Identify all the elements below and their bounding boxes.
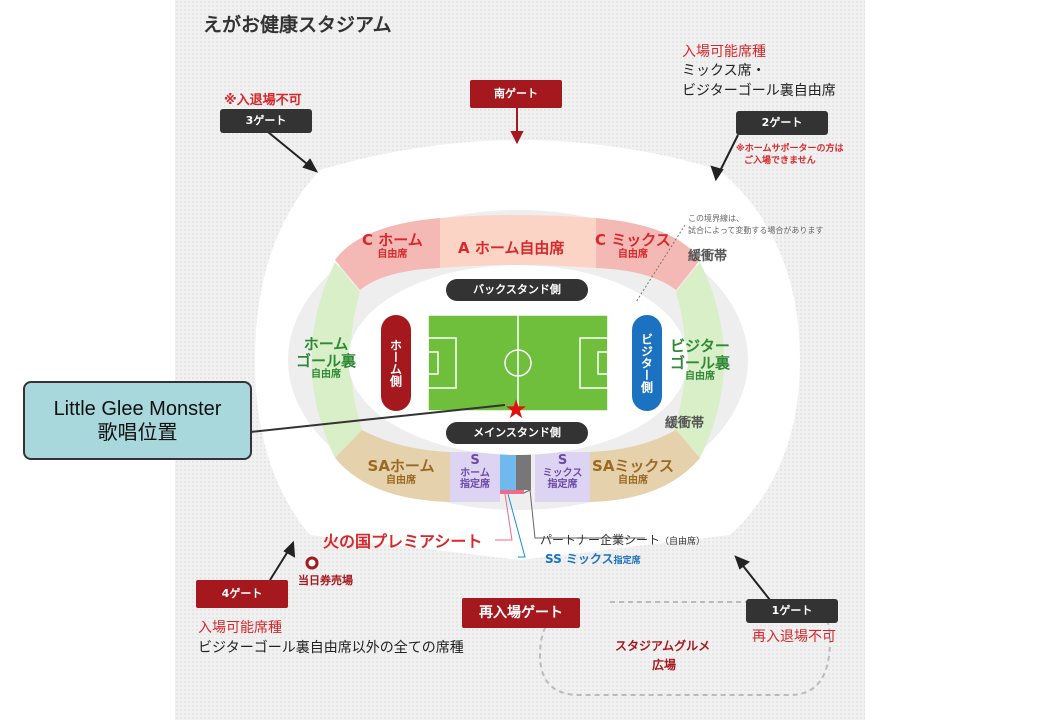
section-ss-mix <box>500 452 520 492</box>
gate-3-note: ※入退場不可 <box>224 93 302 108</box>
callout-pointer <box>249 404 506 433</box>
callout-artist: Little Glee Monster <box>53 397 222 420</box>
gate-1: 1ゲート <box>746 599 838 623</box>
section-a-home <box>440 215 596 268</box>
section-sa-home <box>335 430 450 502</box>
gate-2-note: ご入場できません <box>744 156 816 166</box>
section-s-home <box>450 452 500 502</box>
section-c-home <box>335 218 440 290</box>
gate-2-entry-seats: ビジターゴール裏自由席 <box>682 83 836 99</box>
section-sa-home-label: SAホーム自由席 <box>367 457 435 486</box>
star-marker: ★ <box>504 395 527 425</box>
section-c-home-label: C ホーム自由席 <box>362 231 423 260</box>
gate-2-entry-title: 入場可能席種 <box>682 44 766 60</box>
buffer-zone-bottom: 緩衝帯 <box>665 416 705 431</box>
callout-position: 歌唱位置 <box>97 421 178 444</box>
section-home-goal <box>311 262 362 458</box>
gate-2-entry-seats: ミックス席・ <box>682 63 766 79</box>
boundary-note: 試合によって変動する場合があります <box>688 226 824 235</box>
section-visitor-goal <box>674 262 724 458</box>
gate-1-note: 再入退場不可 <box>752 629 836 645</box>
stadium-title: えがお健康スタジアム <box>203 14 392 36</box>
section-visitor-goal-label: ビジターゴール裏自由席 <box>669 337 730 382</box>
section-a-home-label: A ホーム自由席 <box>458 239 565 257</box>
section-c-mix <box>596 218 700 290</box>
south-gate: 南ゲート <box>470 80 562 108</box>
buffer-zone-top: 緩衝帯 <box>688 249 728 264</box>
main-stand-label: メインスタンド側 <box>446 422 588 444</box>
reentry-gate: 再入場ゲート <box>462 598 580 628</box>
partner-seat-label: パートナー企業シート（自由席） <box>540 533 706 547</box>
section-c-mix-label: C ミックス自由席 <box>595 231 671 260</box>
ticket-office-label: 当日券売場 <box>298 574 353 587</box>
gate-3: 3ゲート <box>220 109 312 133</box>
back-stand-label: バックスタンド側 <box>446 279 588 301</box>
gate-4-entry-title: 入場可能席種 <box>198 620 282 636</box>
singing-position-callout: Little Glee Monster 歌唱位置 <box>23 381 252 460</box>
premier-seat-label: 火の国プレミアシート <box>323 532 483 551</box>
section-premier <box>500 490 524 494</box>
gate-4: 4ゲート <box>196 580 288 608</box>
section-sa-mix <box>590 430 700 502</box>
visitor-side-label: ビジター側 <box>632 315 662 411</box>
gate-2-note: ※ホームサポーターの方は <box>736 144 844 154</box>
gate-4-entry-seats: ビジターゴール裏自由席以外の全ての席種 <box>198 640 464 656</box>
ticket-office-icon <box>305 556 319 570</box>
boundary-note: この境界線は、 <box>688 214 744 223</box>
section-sa-mix-label: SAミックス自由席 <box>592 457 674 486</box>
ss-mix-label: SS ミックス指定席 <box>545 552 641 566</box>
section-home-goal-label: ホームゴール裏自由席 <box>295 335 356 380</box>
section-s-mix <box>535 452 590 502</box>
pitch-lines <box>427 314 609 412</box>
gourmet-label: スタジアムグルメ <box>615 639 711 653</box>
gate-2: 2ゲート <box>736 111 828 135</box>
home-side-label: ホーム側 <box>381 315 411 411</box>
gourmet-label: 広場 <box>652 658 677 672</box>
section-partner <box>516 452 531 490</box>
